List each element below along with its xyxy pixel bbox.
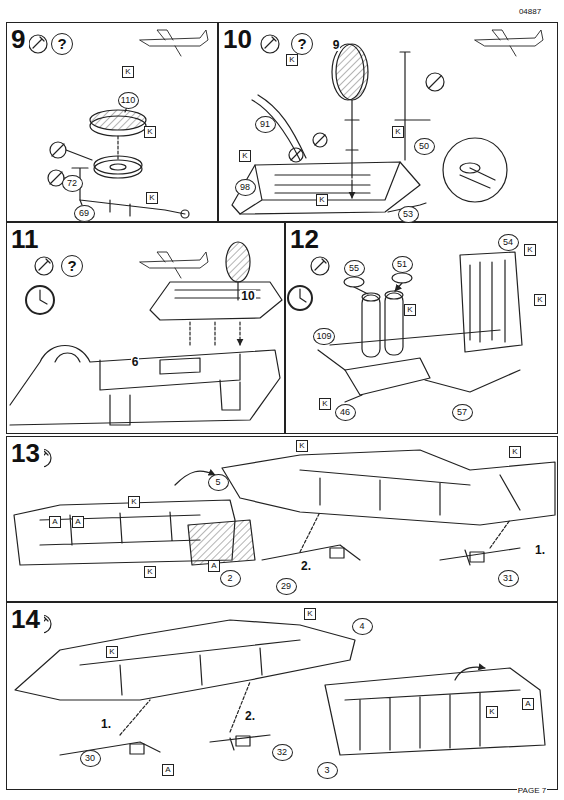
callout-number: 72 [62,175,83,192]
paint-code: K [286,54,297,66]
paint-code: K [509,446,520,458]
paint-code: A [72,516,83,528]
callout-number: 55 [344,260,365,277]
step-panel: 11 [6,222,285,434]
step-number: 14 [7,603,44,635]
query-symbol: ? [61,255,83,277]
callout-number: 110 [118,92,139,109]
glue-icon [29,35,329,633]
paint-code: K [404,304,415,316]
sequence-number: 1. [100,718,112,730]
callout-number: 4 [352,618,373,635]
callout-number: 2 [220,570,241,587]
paint-code: K [146,192,157,204]
sequence-number: 9 [332,39,341,51]
step-panel: 9 [6,22,218,222]
callout-number: 30 [80,750,101,767]
callout-number: 57 [452,404,473,421]
callout-number: 29 [276,578,297,595]
cockpit-bulkhead-assembly [318,252,522,402]
paint-code: K [122,66,133,78]
paint-code: K [392,126,403,138]
paint-code: K [144,126,155,138]
paint-code: A [162,764,173,776]
callout-number: 54 [498,234,519,251]
aircraft-silhouette [140,30,543,278]
paint-code: K [144,566,155,578]
callout-number: 5 [208,474,229,491]
page-text: PAGE 7 [517,786,547,796]
sequence-number: 6 [131,356,140,368]
paint-code: K [319,398,330,410]
page-text: 04887 [518,7,542,17]
callout-number: 3 [317,762,338,779]
sequence-number: 10 [240,290,255,302]
paint-code: K [534,294,545,306]
query-symbol: ? [291,33,313,55]
callout-number: 109 [313,328,334,345]
sequence-number: 2. [300,560,312,572]
step-panel: 13 [6,436,558,602]
fuselage-bay-fitting [10,242,282,425]
callout-number: 98 [235,179,256,196]
callout-number: 69 [74,205,95,222]
main-wheel-assembly [48,104,189,218]
callout-number: 53 [398,206,419,223]
nose-gear-bay-assembly [232,44,507,214]
paint-code: K [524,244,535,256]
paint-code: K [239,150,250,162]
paint-code: A [522,698,533,710]
paint-code: K [486,706,497,718]
callout-number: 50 [414,138,435,155]
step-number: 9 [7,23,29,55]
callout-number: 31 [498,570,519,587]
paint-code: K [304,608,315,620]
paint-code: K [296,440,307,452]
paint-code: K [106,646,117,658]
callout-number: 91 [255,116,276,133]
paint-code: A [208,560,219,572]
paint-code: A [49,516,60,528]
callout-number: 46 [335,404,356,421]
step-number: 11 [7,223,43,255]
fuselage-half-left [14,450,555,565]
step-number: 13 [7,437,44,469]
fuselage-half-right [15,620,545,755]
step-number: 10 [219,23,256,55]
paint-code: K [316,194,327,206]
callout-number: 51 [392,256,413,273]
paint-code: K [128,496,139,508]
callout-number: 32 [272,744,293,761]
sequence-number: 1. [534,544,546,556]
query-symbol: ? [51,33,73,55]
sequence-number: 2. [244,710,256,722]
step-number: 12 [286,223,323,255]
